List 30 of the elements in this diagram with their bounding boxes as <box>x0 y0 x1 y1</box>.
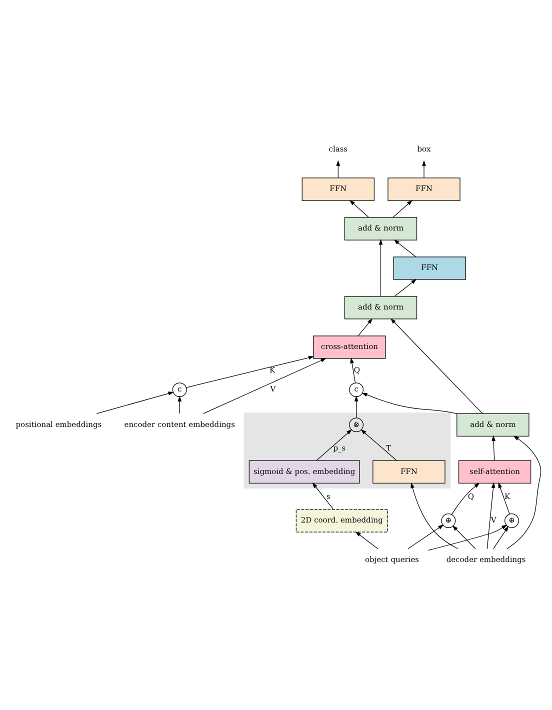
arrow <box>358 318 373 336</box>
arrow <box>392 200 413 218</box>
arrow <box>354 396 358 418</box>
arrow <box>452 525 476 550</box>
arrow <box>355 532 378 550</box>
arrow <box>362 392 458 414</box>
arrow <box>410 482 458 550</box>
arrow <box>506 436 542 550</box>
arrow <box>336 160 340 178</box>
arrow <box>96 392 174 414</box>
arrow <box>422 160 426 178</box>
arrow <box>428 524 508 551</box>
arrow <box>394 279 417 297</box>
arrow <box>350 358 356 384</box>
arrow <box>486 482 496 550</box>
arrow <box>312 482 334 510</box>
arrow <box>203 358 326 414</box>
arrow <box>178 396 182 414</box>
arrow <box>451 482 480 515</box>
arrow <box>360 429 397 461</box>
arrow <box>394 240 416 258</box>
arrow <box>498 482 510 514</box>
arrow <box>186 356 314 388</box>
arrow <box>378 239 383 297</box>
arrow <box>493 526 509 550</box>
arrow <box>349 200 369 218</box>
arrow <box>408 524 444 550</box>
arrow <box>316 429 352 461</box>
arrow <box>492 435 496 461</box>
arrow <box>390 318 483 414</box>
